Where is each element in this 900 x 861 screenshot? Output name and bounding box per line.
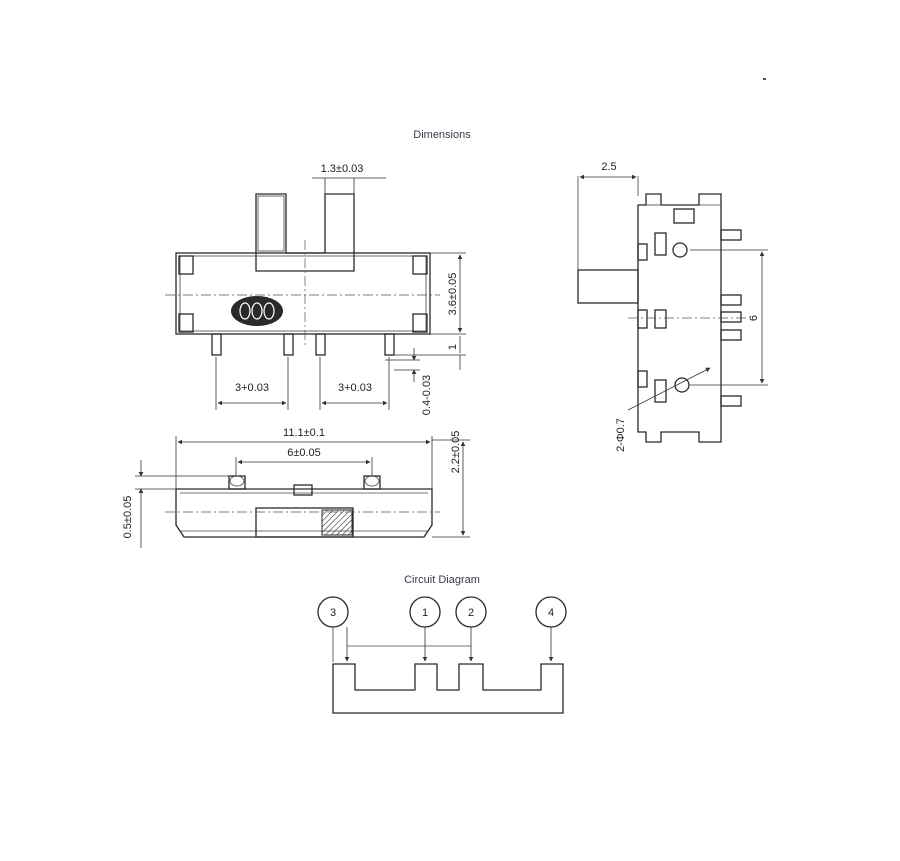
front-view: 1.3±0.03 3.6±0.05 1 3+0.03 3+0.03 0.4-0.… [165,163,466,415]
spring-icon [231,296,283,326]
pitch-left-label: 3+0.03 [235,382,269,394]
pin-span-label: 6 [748,315,760,321]
pitch-right-label: 3+0.03 [338,382,372,394]
pin-thickness-label: 0.4-0.03 [421,375,433,415]
circuit-diagram: 3 1 2 4 [317,596,567,714]
pin-below-label: 1 [447,344,459,350]
height-label: 3.6±0.05 [447,273,459,316]
actuator-width-label: 1.3±0.03 [321,163,364,175]
corner-mark [763,78,766,80]
bottom-view: 11.1±0.1 6±0.05 2.2±0.05 0.5±0.05 [122,427,470,548]
dimensions-title: Dimensions [413,129,471,141]
svg-text:1: 1 [422,607,428,619]
actuator-depth-label: 2.5 [601,161,616,173]
svg-text:3: 3 [330,607,336,619]
hole-upper-icon [672,242,688,258]
side-view: 2.5 6 2-Φ0.7 [577,161,768,452]
circuit-diagram-title: Circuit Diagram [404,574,480,586]
hole-lower-icon [674,377,690,393]
contact-hatch [321,509,353,536]
base-height-label: 0.5±0.05 [122,496,134,539]
length-label: 11.1±0.1 [283,427,325,439]
hole-diameter-label: 2-Φ0.7 [615,418,627,452]
svg-text:4: 4 [548,607,554,619]
total-height-label: 2.2±0.05 [450,431,462,474]
svg-text:2: 2 [468,607,474,619]
pad-pitch-label: 6±0.05 [287,447,321,459]
